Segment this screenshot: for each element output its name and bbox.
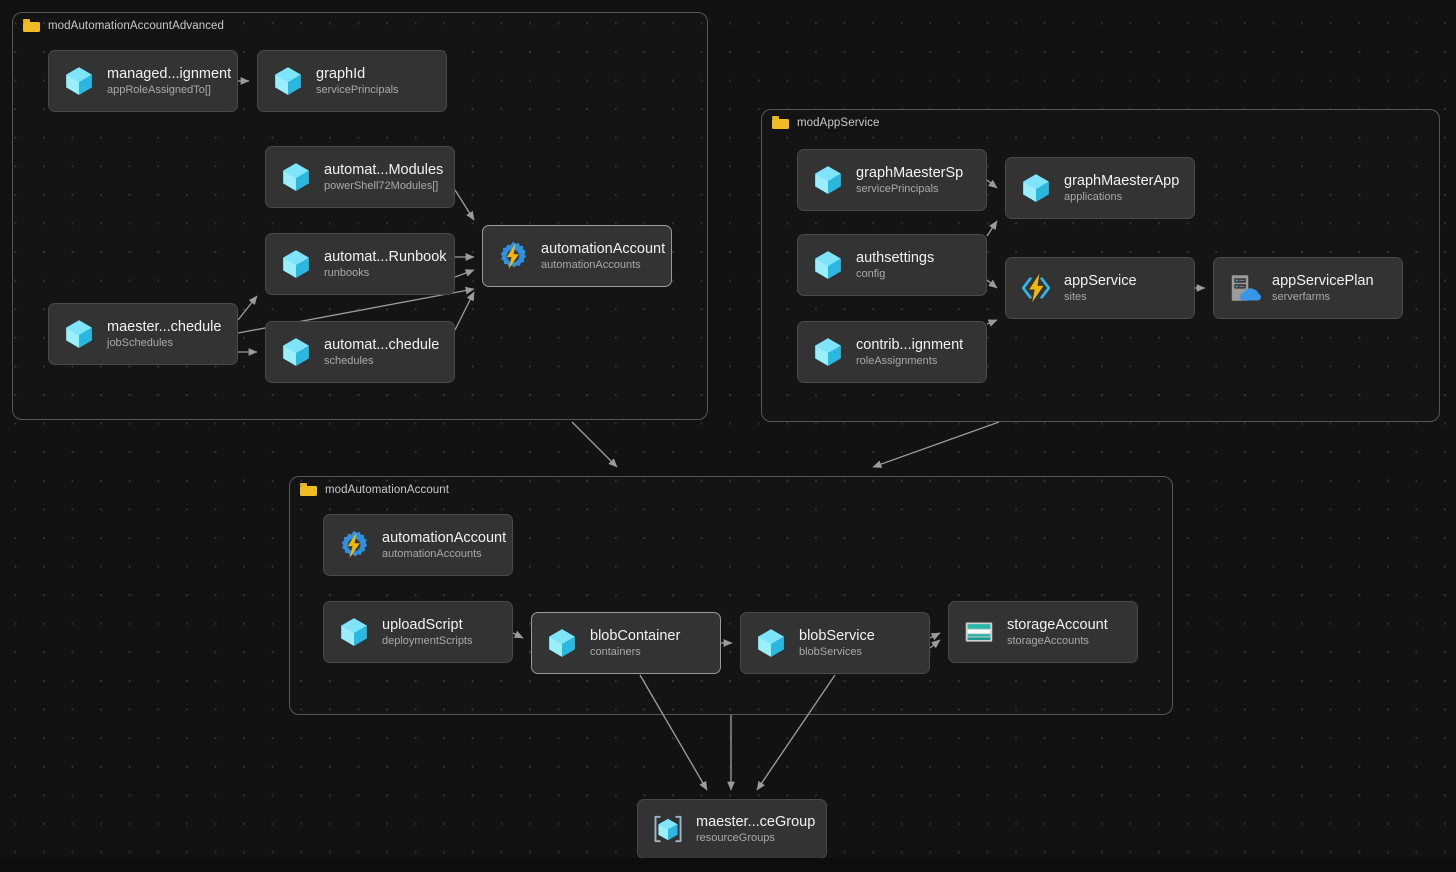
node-title: appServicePlan	[1272, 272, 1374, 289]
node-title: appService	[1064, 272, 1137, 289]
cube-icon	[66, 320, 92, 348]
group-container-modAutomationAccountAdvanced[interactable]: modAutomationAccountAdvanced	[12, 12, 708, 420]
node-app-service[interactable]: appService sites	[1005, 257, 1195, 319]
node-blob-service[interactable]: blobService blobServices	[740, 612, 930, 674]
app-service-plan-icon	[1231, 275, 1261, 301]
group-container-modAppService[interactable]: modAppService	[761, 109, 1440, 422]
node-blob-container[interactable]: blobContainer containers	[531, 612, 721, 674]
group-label-text: modAppService	[797, 116, 880, 129]
node-title: graphId	[316, 65, 366, 82]
node-subtitle: servicePrincipals	[856, 182, 939, 195]
cube-icon	[275, 67, 301, 95]
cube-icon	[815, 166, 841, 194]
app-service-icon	[1021, 273, 1051, 303]
node-automation-runbook[interactable]: automat...Runbook runbooks	[265, 233, 455, 295]
node-graph-maester-sp[interactable]: graphMaesterSp servicePrincipals	[797, 149, 987, 211]
node-subtitle: config	[856, 267, 886, 280]
node-upload-script[interactable]: uploadScript deploymentScripts	[323, 601, 513, 663]
node-graph-maester-app[interactable]: graphMaesterApp applications	[1005, 157, 1195, 219]
node-subtitle: applications	[1064, 190, 1123, 203]
cube-icon	[1023, 174, 1049, 202]
node-title: maester...ceGroup	[696, 813, 816, 830]
group-label-modAppService: modAppService	[772, 116, 879, 129]
canvas-bottom-band	[0, 858, 1456, 872]
node-automation-account-inner[interactable]: automationAccount automationAccounts	[323, 514, 513, 576]
node-title: blobContainer	[590, 627, 681, 644]
cube-icon	[283, 338, 309, 366]
node-title: maester...chedule	[107, 318, 222, 335]
folder-icon	[300, 483, 317, 496]
node-subtitle: blobServices	[799, 645, 862, 658]
node-subtitle: powerShell72Modules[]	[324, 179, 439, 192]
group-label-text: modAutomationAccount	[325, 483, 450, 496]
node-title: automationAccount	[541, 240, 666, 257]
node-automation-modules[interactable]: automat...Modules powerShell72Modules[]	[265, 146, 455, 208]
node-title: graphMaesterSp	[856, 164, 964, 181]
node-title: automat...Modules	[324, 161, 444, 178]
node-subtitle: serverfarms	[1272, 290, 1331, 303]
node-title: managed...ignment	[107, 65, 232, 82]
node-subtitle: automationAccounts	[382, 547, 482, 560]
node-automation-account-advanced[interactable]: automationAccount automationAccounts	[482, 225, 672, 287]
node-title: automat...Runbook	[324, 248, 447, 265]
node-authsettings[interactable]: authsettings config	[797, 234, 987, 296]
cube-icon	[549, 629, 575, 657]
node-subtitle: appRoleAssignedTo[]	[107, 83, 211, 96]
automation-account-icon	[500, 241, 527, 270]
node-graph-id[interactable]: graphId servicePrincipals	[257, 50, 447, 112]
node-title: automat...chedule	[324, 336, 440, 353]
node-title: contrib...ignment	[856, 336, 964, 353]
node-title: blobService	[799, 627, 875, 644]
automation-account-icon	[341, 530, 368, 559]
cube-icon	[283, 163, 309, 191]
cube-icon	[283, 250, 309, 278]
node-subtitle: jobSchedules	[107, 336, 174, 349]
folder-icon	[23, 19, 40, 32]
group-label-text: modAutomationAccountAdvanced	[48, 19, 225, 32]
group-label-modAutomationAccountAdvanced: modAutomationAccountAdvanced	[23, 19, 224, 32]
group-label-modAutomationAccount: modAutomationAccount	[300, 483, 449, 496]
folder-icon	[772, 116, 789, 129]
node-automation-schedule[interactable]: automat...chedule schedules	[265, 321, 455, 383]
cube-icon	[66, 67, 92, 95]
edge-advancedGroup-to-automationAccountGroup	[571, 421, 618, 468]
node-maester-schedule[interactable]: maester...chedule jobSchedules	[48, 303, 238, 365]
node-subtitle: runbooks	[324, 266, 370, 279]
cube-icon	[758, 629, 784, 657]
node-subtitle: resourceGroups	[696, 831, 775, 844]
node-subtitle: servicePrincipals	[316, 83, 399, 96]
cube-icon	[815, 338, 841, 366]
group-container-modAutomationAccount[interactable]: modAutomationAccount	[289, 476, 1173, 715]
node-title: graphMaesterApp	[1064, 172, 1180, 189]
storage-account-icon	[965, 622, 993, 642]
node-title: uploadScript	[382, 616, 463, 633]
node-subtitle: storageAccounts	[1007, 634, 1089, 647]
node-subtitle: roleAssignments	[856, 354, 938, 367]
node-subtitle: deploymentScripts	[382, 634, 473, 647]
node-subtitle: sites	[1064, 290, 1087, 303]
cube-icon	[815, 251, 841, 279]
node-maester-resource-group[interactable]: maester...ceGroup resourceGroups	[637, 799, 827, 859]
node-subtitle: automationAccounts	[541, 258, 641, 271]
node-subtitle: schedules	[324, 354, 374, 367]
node-storage-account[interactable]: storageAccount storageAccounts	[948, 601, 1138, 663]
node-managed-identity-role-assignment[interactable]: managed...ignment appRoleAssignedTo[]	[48, 50, 238, 112]
resource-group-icon	[654, 815, 682, 843]
node-app-service-plan[interactable]: appServicePlan serverfarms	[1213, 257, 1403, 319]
cube-icon	[341, 618, 367, 646]
node-title: storageAccount	[1007, 616, 1108, 633]
edge-appServiceGroup-to-automationAccountGroup	[872, 421, 1000, 468]
node-subtitle: containers	[590, 645, 641, 658]
node-title: authsettings	[856, 249, 935, 266]
node-contributor-role-assignment[interactable]: contrib...ignment roleAssignments	[797, 321, 987, 383]
node-title: automationAccount	[382, 529, 507, 546]
